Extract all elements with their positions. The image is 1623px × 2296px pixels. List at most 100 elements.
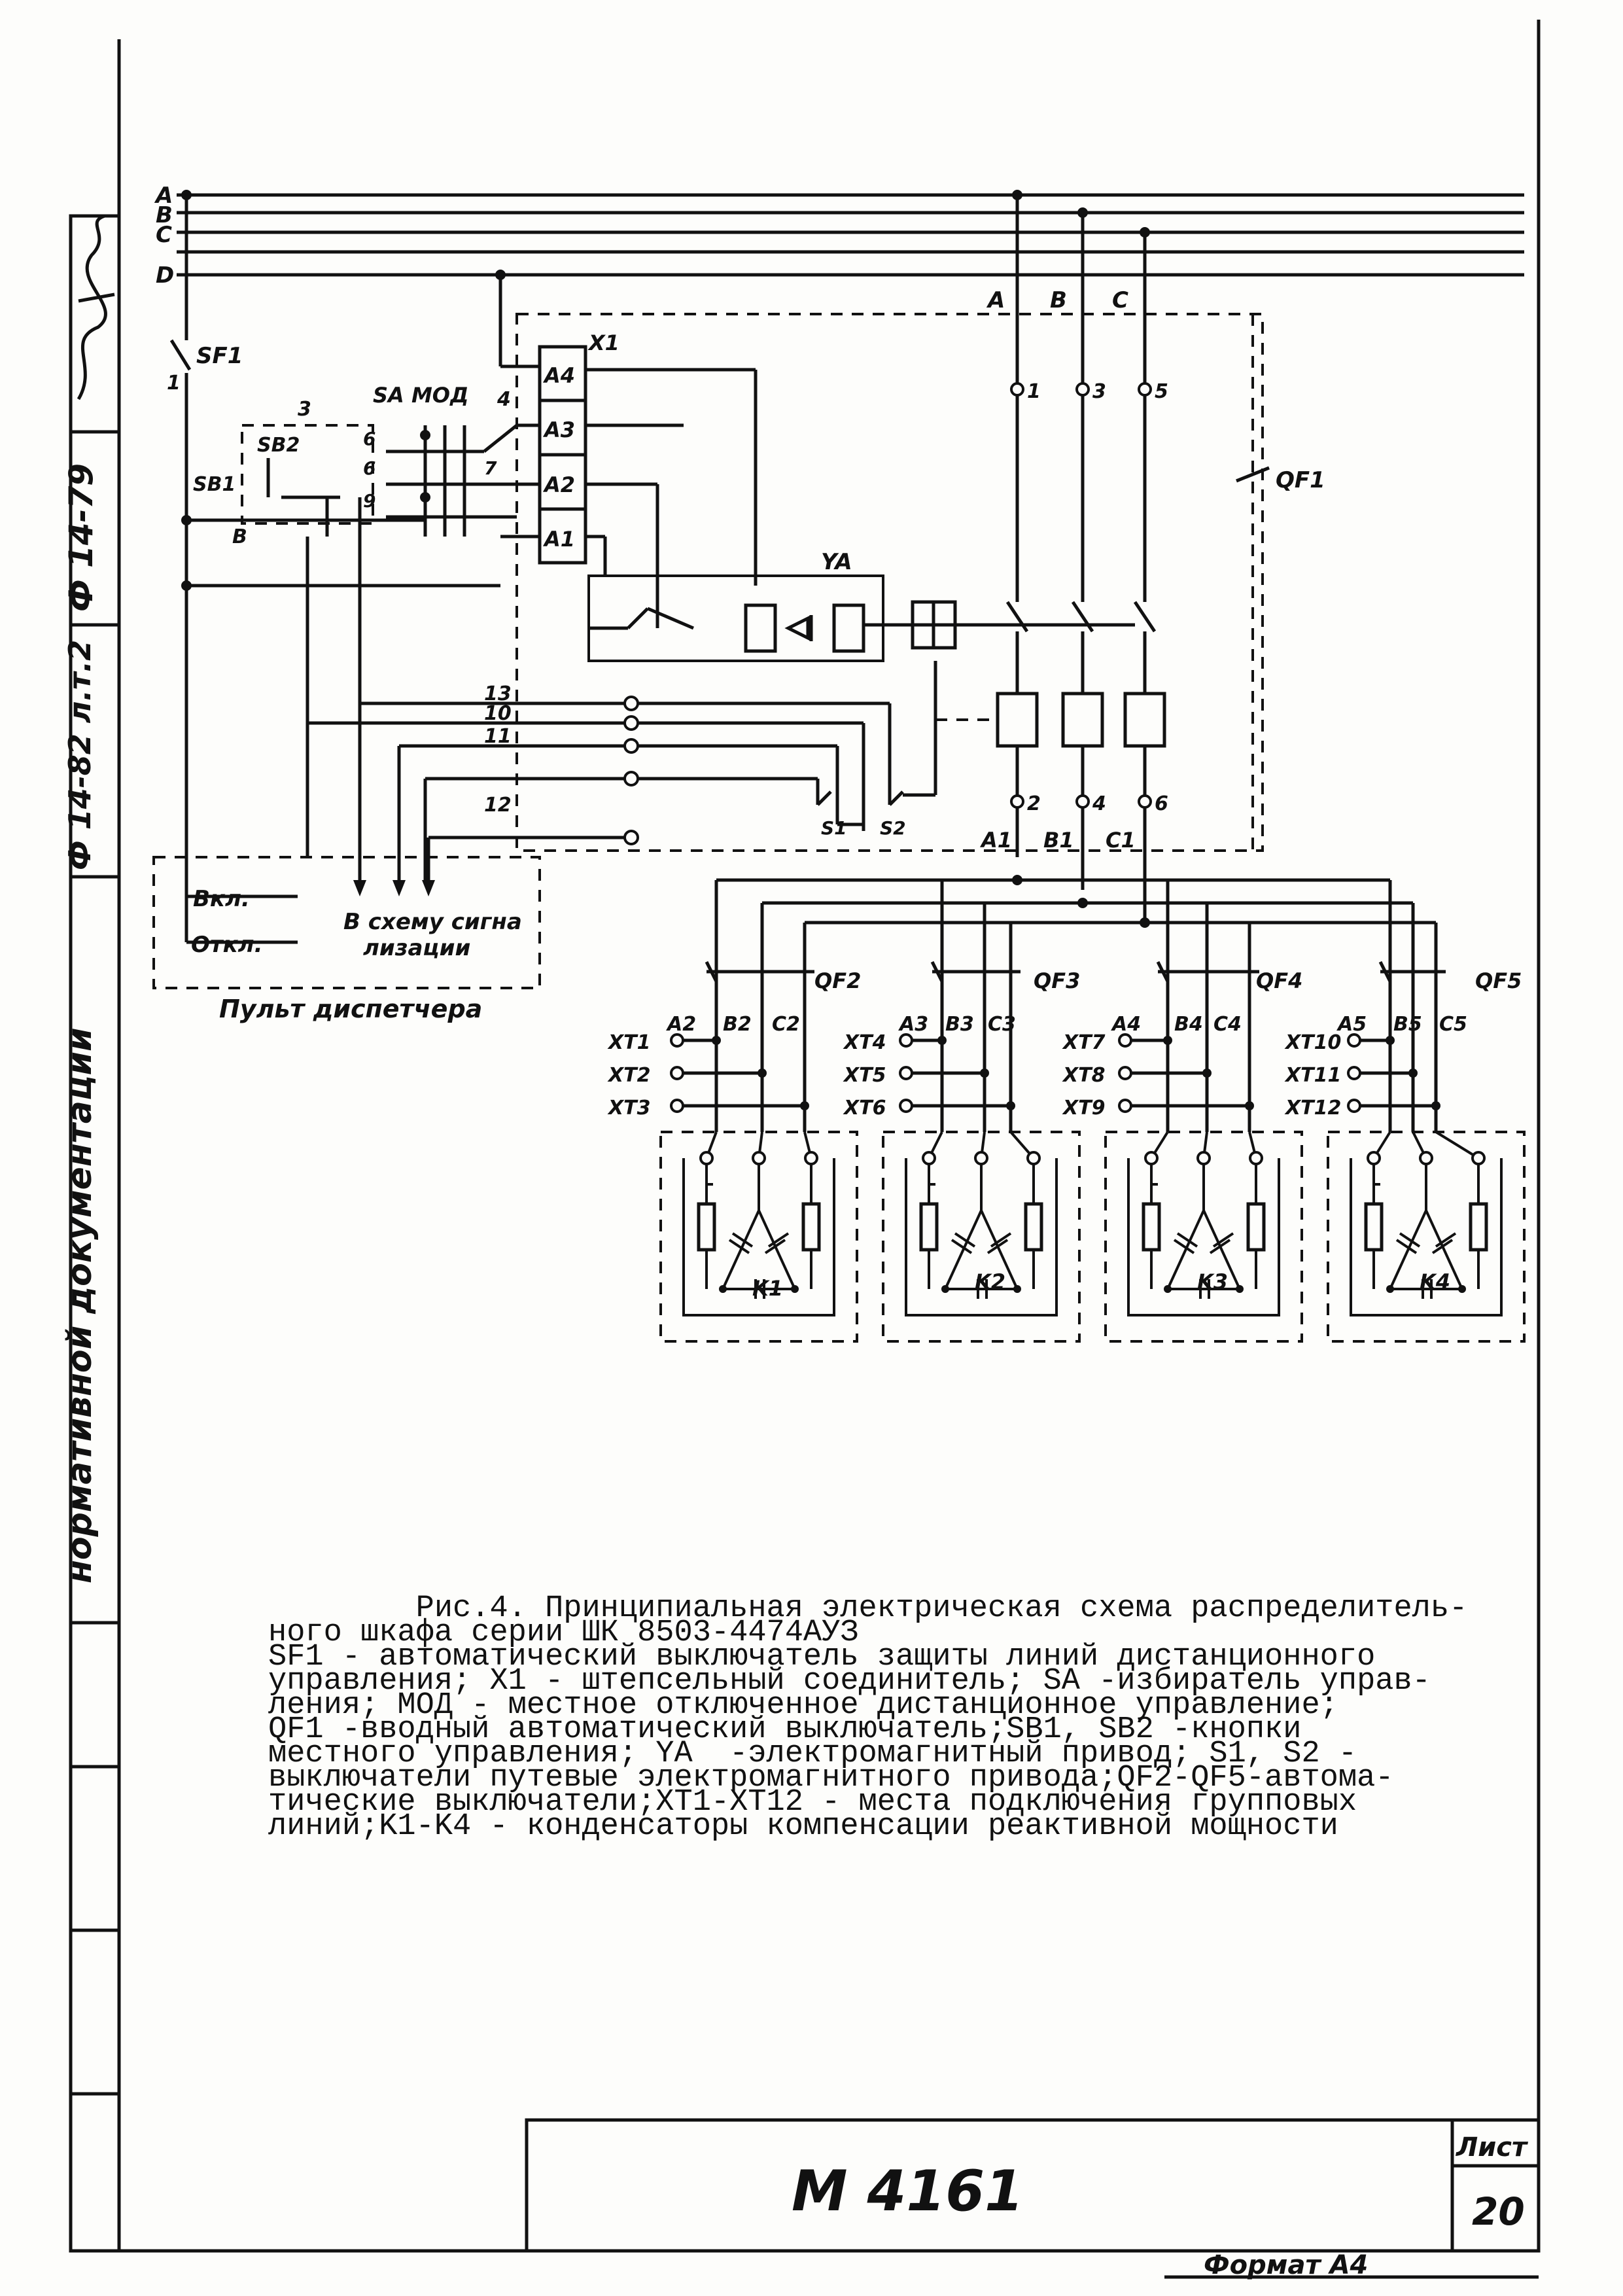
signature-mark <box>77 214 115 400</box>
x1-connector <box>500 313 1264 852</box>
out-label-b1: B1 <box>1043 828 1074 853</box>
out-label-a1: A1 <box>979 828 1012 853</box>
qf1-label: QF1 <box>1276 467 1325 493</box>
feed-wire <box>1435 1131 1480 1159</box>
x1-label: X1 <box>587 330 620 355</box>
cell-inner-frame <box>682 1158 835 1316</box>
group-label-c3: C3 <box>988 1013 1016 1036</box>
discharge-resistor <box>697 1202 716 1252</box>
wire-12: 12 <box>484 794 512 817</box>
cell-terminal <box>1144 1151 1159 1165</box>
k1-label: K1 <box>752 1276 783 1301</box>
group-label-b2: B2 <box>723 1013 752 1036</box>
terminal-7: 7 <box>484 457 497 479</box>
x1-pin-a1: A1 <box>542 527 575 552</box>
xt2-label: XT2 <box>607 1064 650 1087</box>
caption-line: местного управления; YA -электромагнитны… <box>268 1737 1357 1771</box>
bus-bars <box>177 190 1524 280</box>
group-label-c4: C4 <box>1213 1013 1242 1036</box>
xt9-label: XT9 <box>1062 1097 1105 1120</box>
capacitor-plate <box>1395 1239 1418 1254</box>
sheet-label: Лист <box>1456 2132 1529 2163</box>
terminal-4: 4 <box>497 388 511 411</box>
capacitor-plate <box>951 1239 973 1254</box>
terminal-9: 9 <box>363 490 375 512</box>
console-button-off: Откл. <box>191 932 263 958</box>
capacitor-plate <box>1173 1239 1195 1254</box>
cell-inner-frame <box>1127 1158 1280 1316</box>
xt6-label: XT6 <box>843 1097 886 1120</box>
capacitor-cell-4 <box>1327 1131 1526 1343</box>
sf1-number: 1 <box>167 372 181 395</box>
group-label-a2: A2 <box>666 1013 696 1036</box>
node-dot <box>941 1285 949 1293</box>
caption-line: управления; X1 - штепсельный соединитель… <box>268 1664 1431 1699</box>
discharge-resistor <box>801 1202 821 1252</box>
bus-label-c: C <box>156 222 172 248</box>
out-label-c1: C1 <box>1106 828 1136 853</box>
xt5-label: XT5 <box>843 1064 886 1087</box>
s2-label: S2 <box>880 817 906 839</box>
bus-label-d: D <box>156 262 174 289</box>
capacitor-cell-3 <box>1104 1131 1303 1343</box>
node-dot <box>1164 1285 1172 1293</box>
qf1-poles <box>934 195 1270 923</box>
capacitor-cell-2 <box>882 1131 1081 1343</box>
delta-leg <box>980 1210 1019 1290</box>
xt8-label: XT8 <box>1062 1064 1105 1087</box>
caption-line: линий;K1-K4 - конденсаторы компенсации р… <box>268 1809 1338 1844</box>
sheet-number: 20 <box>1472 2189 1525 2234</box>
capacitor-plate <box>990 1232 1012 1248</box>
capacitor-plate <box>1431 1239 1454 1254</box>
phase-label-a: A <box>986 287 1005 313</box>
sb1-label: SB1 <box>193 473 236 496</box>
s1-label: S1 <box>821 817 847 839</box>
wire-11: 11 <box>484 725 512 748</box>
figure-caption: Рис.4. Принципиальная электрическая схем… <box>268 1593 1531 1844</box>
group-label-a3: A3 <box>898 1013 928 1036</box>
x1-pin-a4: A4 <box>542 363 575 388</box>
qf1-terminal-4: 4 <box>1092 792 1106 815</box>
console-button-on: Вкл. <box>193 886 250 912</box>
group-label-c2: C2 <box>772 1013 800 1036</box>
xt12-label: XT12 <box>1284 1097 1341 1120</box>
capacitor-plate <box>728 1239 750 1254</box>
caption-line: SF1 - автоматический выключатель защиты … <box>268 1640 1376 1674</box>
xt7-label: XT7 <box>1062 1031 1106 1054</box>
bus-label-b: B <box>156 202 173 228</box>
x1-pin-a2: A2 <box>542 472 575 497</box>
cell-inner-frame <box>1350 1158 1503 1316</box>
cell-terminal <box>804 1151 818 1165</box>
group-label-a4: A4 <box>1111 1013 1141 1036</box>
xt10-label: XT10 <box>1284 1031 1341 1054</box>
delta-leg <box>944 1210 983 1290</box>
wire-10: 10 <box>484 702 512 725</box>
cell-terminal <box>1367 1151 1381 1165</box>
qf2-label: QF2 <box>814 968 861 993</box>
capacitor-plate <box>731 1232 754 1248</box>
cell-terminal <box>1196 1151 1211 1165</box>
qf3-label: QF3 <box>1034 968 1080 993</box>
node-dot <box>1458 1285 1466 1293</box>
caption-line: тические выключатели;XT1-XT12 - места по… <box>268 1785 1357 1820</box>
caption-line: QF1 -вводный автоматический выключатель;… <box>268 1712 1302 1747</box>
group-label-b3: B3 <box>945 1013 974 1036</box>
terminal-6: 6 <box>363 428 375 450</box>
k3-label: K3 <box>1197 1269 1228 1294</box>
capacitor-plate <box>1212 1232 1234 1248</box>
cell-terminal <box>922 1151 936 1165</box>
delta-leg <box>722 1210 760 1290</box>
caption-line: ного шкафа серии ШК 8503-4474АУЗ <box>268 1616 859 1650</box>
delta-leg <box>758 1210 796 1290</box>
qf1-terminal-2: 2 <box>1027 792 1041 815</box>
xt11-label: XT11 <box>1284 1064 1341 1087</box>
sf1-label: SF1 <box>196 343 243 369</box>
cell-terminal <box>752 1151 766 1165</box>
caption-line: ления; МОД - местное отключенное дистанц… <box>268 1688 1338 1723</box>
group-label-a5: A5 <box>1336 1013 1367 1036</box>
qf1-terminal-5: 5 <box>1155 380 1168 403</box>
k4-label: K4 <box>1420 1269 1450 1294</box>
cell-terminal <box>699 1151 714 1165</box>
qf1-terminal-3: 3 <box>1092 380 1106 403</box>
delta-leg <box>1166 1210 1205 1290</box>
